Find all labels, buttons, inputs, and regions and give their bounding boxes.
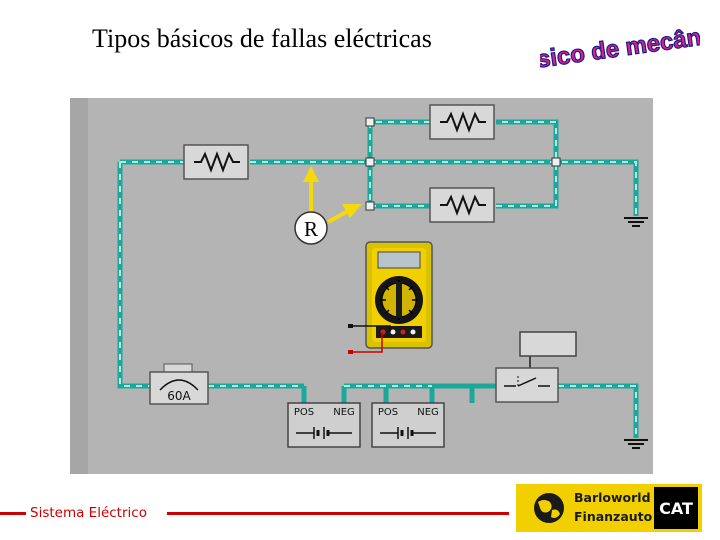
battery-1-pos-label: POS — [294, 407, 314, 418]
battery-2-pos-label: POS — [378, 407, 398, 418]
resistor-icon — [429, 104, 495, 140]
battery-icon: POS NEG — [286, 401, 362, 449]
company-logo: Barloworld Finanzauto CAT — [516, 484, 702, 532]
fuse-icon: 60A — [149, 363, 209, 405]
multimeter-icon — [365, 241, 433, 349]
logo-line-2: Finanzauto — [574, 509, 653, 524]
resistance-marker — [294, 211, 328, 245]
fuse-label: 60A — [167, 389, 191, 403]
diagram-panel — [70, 98, 653, 474]
brand-logo: Básico de mecânica — [540, 20, 700, 72]
globe-icon — [534, 493, 564, 523]
circuit-diagram: R 60A POS NEG — [70, 98, 653, 474]
resistor-icon — [429, 187, 495, 223]
page-title: Tipos básicos de fallas eléctricas — [92, 24, 432, 53]
cat-logo: CAT — [654, 487, 698, 529]
arrow-icon — [303, 166, 362, 224]
test-leads — [348, 324, 391, 354]
relay-icon — [519, 331, 577, 368]
battery-2-neg-label: NEG — [417, 407, 439, 418]
footer-rule-right — [167, 512, 509, 515]
wires — [117, 119, 639, 438]
footer-section-label: Sistema Eléctrico — [30, 505, 147, 521]
junction-dots — [365, 117, 561, 211]
battery-1-neg-label: NEG — [333, 407, 355, 418]
resistance-label: R — [304, 217, 318, 241]
resistor-icon — [183, 144, 249, 180]
battery-icon: POS NEG — [370, 401, 446, 449]
logo-line-1: Barloworld — [574, 490, 651, 505]
switch-icon — [495, 367, 559, 403]
footer-rule-left — [0, 512, 26, 515]
brand-text: Básico de mecânica — [540, 20, 700, 72]
